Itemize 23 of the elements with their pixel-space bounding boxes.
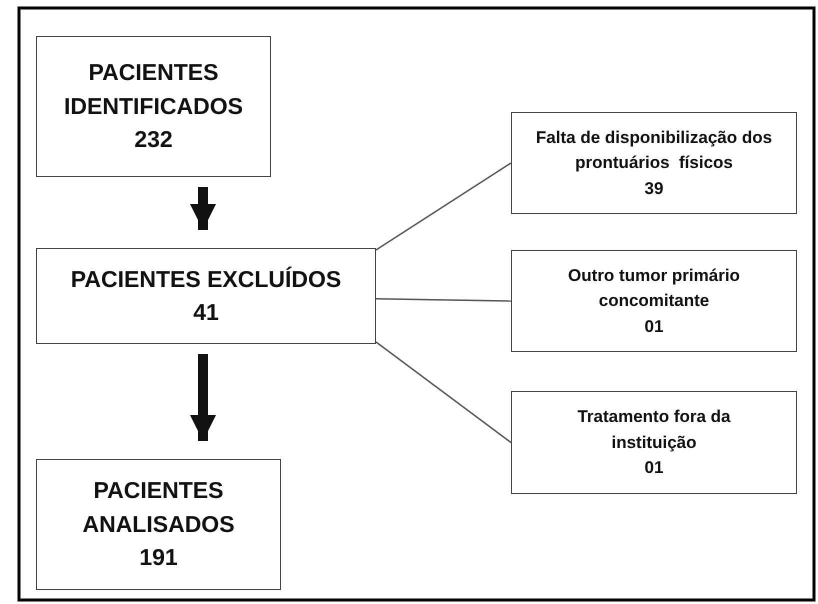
box-title: PACIENTES EXCLUÍDOS xyxy=(70,264,342,294)
count-number: 232 xyxy=(134,125,173,154)
count-number: 01 xyxy=(644,316,664,338)
count-number: 41 xyxy=(193,298,219,327)
process-box xyxy=(511,250,797,352)
count-number: 39 xyxy=(644,178,664,200)
count-number: 191 xyxy=(139,543,178,572)
process-box xyxy=(36,248,376,344)
box-title: PACIENTES IDENTIFICADOS xyxy=(63,58,244,121)
process-box xyxy=(511,391,797,494)
box-title: Falta de disponibilização dos prontuários físicos xyxy=(534,126,774,174)
process-box xyxy=(511,112,797,214)
arrow xyxy=(190,187,216,230)
connector-line xyxy=(376,298,512,302)
connector-line xyxy=(376,341,512,444)
connector-line xyxy=(376,162,512,251)
arrow xyxy=(190,354,216,441)
process-box xyxy=(36,36,271,177)
box-title: Outro tumor primário concomitante xyxy=(567,264,741,312)
count-number: 01 xyxy=(644,457,664,480)
box-title: Tratamento fora da instituição xyxy=(576,406,732,454)
process-box xyxy=(36,459,281,590)
box-title: PACIENTES ANALISADOS xyxy=(81,476,236,539)
